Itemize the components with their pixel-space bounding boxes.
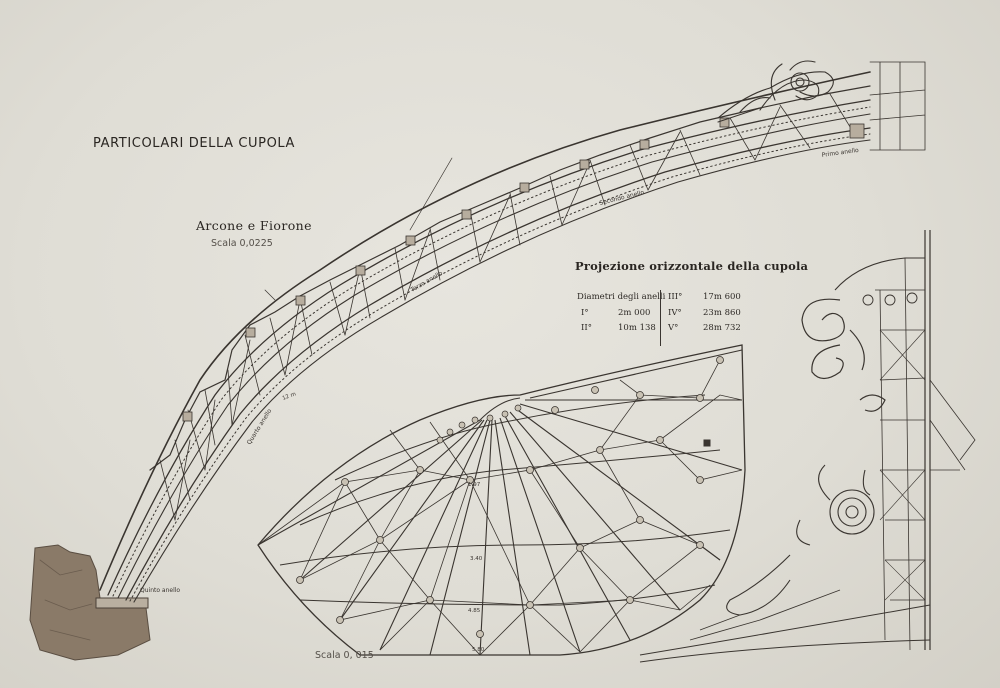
arch-band-4 — [133, 139, 871, 603]
arcone-scale: Scala 0,0225 — [211, 238, 273, 249]
plate-title: PARTICOLARI DELLA CUPOLA — [93, 136, 296, 151]
ring-value: 23m 860 — [703, 308, 741, 318]
ring-label: IV° — [668, 308, 682, 318]
plan-dim-2: 3.40 — [470, 556, 483, 562]
projection-plan — [257, 344, 746, 656]
arch-band-1 — [107, 99, 871, 596]
label-primo-anello: Primo anello — [821, 147, 859, 159]
label-twelve-m: 12 m — [282, 391, 297, 401]
ring-label: V° — [668, 323, 679, 333]
ring-value: 2m 000 — [618, 308, 651, 318]
ring-label: I° — [581, 308, 589, 318]
arcone-title: Arcone e Fiorone — [196, 218, 312, 233]
base-plinth — [95, 597, 149, 609]
label-secondo-anello: Secondo anello — [599, 189, 645, 207]
projection-scale: Scala 0, 015 — [315, 650, 374, 661]
arch-outer-edge — [99, 71, 871, 591]
arch-band-2 — [117, 113, 871, 599]
plan-dim-3: 4.85 — [468, 608, 481, 614]
rosette-ornament — [689, 464, 875, 641]
ornament-elevation — [639, 230, 976, 663]
table-divider — [660, 290, 661, 346]
ring-value: 17m 600 — [703, 292, 741, 302]
plan-dim-1: 1.97 — [468, 482, 481, 488]
arch-band-3 — [125, 127, 871, 601]
fiorone-ornament-mid — [801, 298, 886, 412]
label-quinto-anello: Quinto anello — [140, 587, 180, 594]
diameters-header: Diametri degli anelli — [577, 292, 666, 302]
ring-value: 28m 732 — [703, 323, 741, 333]
ring-label: II° — [581, 323, 592, 333]
projection-title: Projezione orizzontale della cupola — [575, 259, 809, 273]
ring-value: 10m 138 — [618, 323, 656, 333]
plan-outline — [257, 344, 746, 656]
arcone-section — [29, 60, 926, 661]
plan-dim-4: 5.80 — [472, 647, 485, 653]
fiorone-ornament-top — [717, 60, 834, 123]
ring-label: III° — [668, 292, 683, 302]
arch-top-chord — [149, 85, 871, 471]
